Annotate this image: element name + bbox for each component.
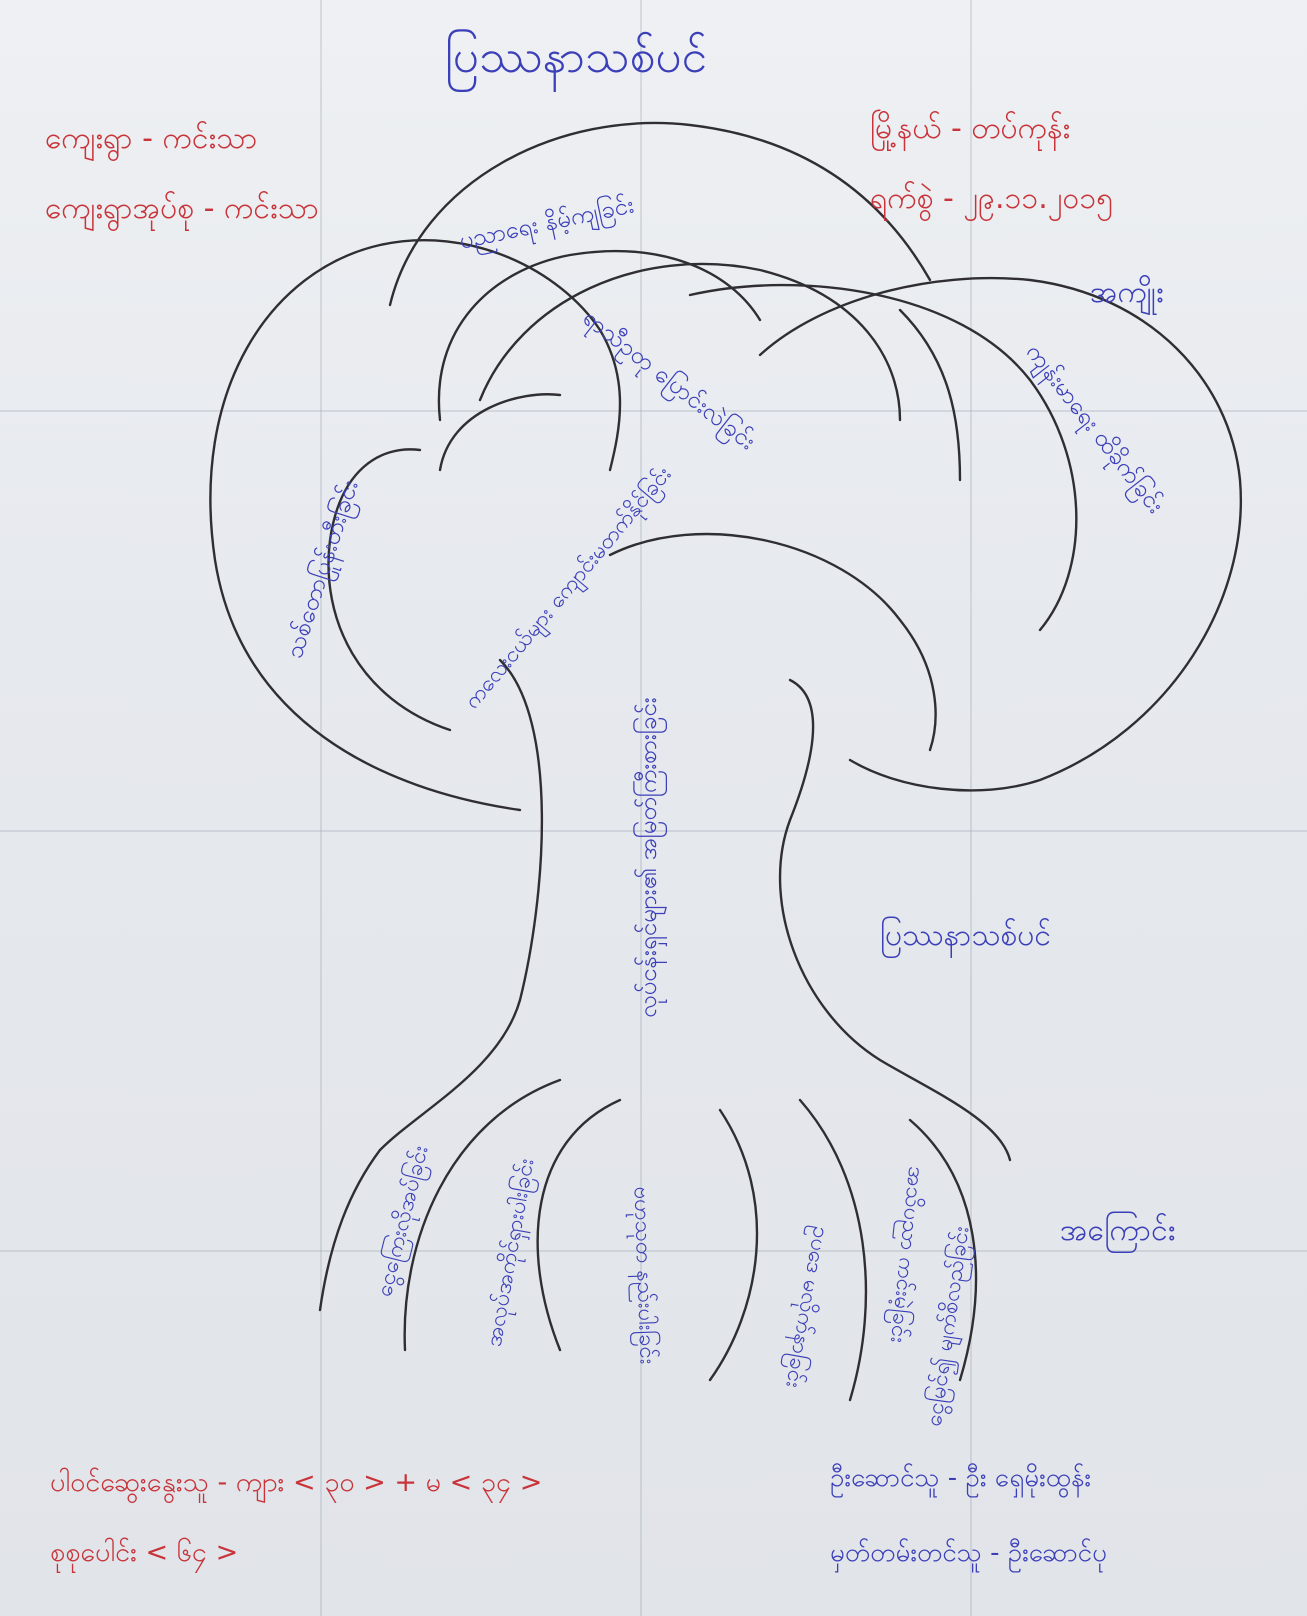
root-line xyxy=(708,1108,759,1382)
fold-crease xyxy=(0,830,1307,832)
canopy-arch-upper-mid xyxy=(478,262,902,422)
recorder-name: မှတ်တမ်းတင်သူ - ဦးဆောင်ပု xyxy=(830,1538,1107,1568)
village-label: ကျေးရွာ - ကင်းသာ xyxy=(45,121,258,156)
root-line xyxy=(403,1078,562,1352)
root-line xyxy=(536,1098,622,1352)
village-tract-label: ကျေးရွာအုပ်စု - ကင်းသာ xyxy=(45,191,319,226)
trunk-right-line xyxy=(778,678,1012,1162)
root-line xyxy=(798,1098,868,1402)
canopy-loop-right xyxy=(758,276,1243,792)
page-title: ပြဿနာသစ်ပင် xyxy=(445,29,708,83)
root-line xyxy=(908,1118,978,1382)
canopy-arch-upper-left xyxy=(437,249,762,422)
effects-label: အကျိုး xyxy=(1090,275,1164,310)
causes-label: အကြောင်း xyxy=(1060,1213,1176,1248)
fold-crease xyxy=(320,0,322,1616)
trunk-label: ပြဿနာသစ်ပင် xyxy=(880,918,1051,953)
canopy-arch-right-inner xyxy=(898,308,962,482)
canopy-arch-lower-right xyxy=(608,532,937,752)
participants-count: ပါဝင်ဆွေးနွေးသူ - ကျား < ၃၀ > + မ < ၃၄ > xyxy=(50,1467,543,1498)
canopy-arch-top xyxy=(388,121,932,307)
trunk-problem-text: လုပ်ငန်းရှင်များ၏ အမြတ်ကြီးစားခြင်း xyxy=(634,697,662,1018)
fold-crease xyxy=(0,1250,1307,1252)
canopy-loop-left xyxy=(209,239,622,812)
fold-crease xyxy=(0,410,1307,412)
participants-total: စုစုပေါင်း < ၆၄ > xyxy=(50,1537,239,1568)
fold-crease xyxy=(970,0,972,1616)
canopy-arch-center xyxy=(438,393,562,472)
trunk-left-line xyxy=(318,658,544,1312)
canopy-arch-right xyxy=(688,283,1078,632)
township-label: မြို့နယ် - တပ်ကုန်း xyxy=(870,111,1071,146)
cause-item: ဗဟုသုတ နည်းပါးခြင်း xyxy=(628,1186,660,1365)
fold-crease xyxy=(640,0,642,1616)
canopy-loop-inner-left xyxy=(327,448,452,732)
facilitator-name: ဦးဆောင်သူ - ဦး ရှေမိုးထွန်း xyxy=(830,1463,1091,1493)
date-label: ရက်စွဲ - ၂၉.၁၁.၂၀၁၅ xyxy=(870,181,1114,216)
